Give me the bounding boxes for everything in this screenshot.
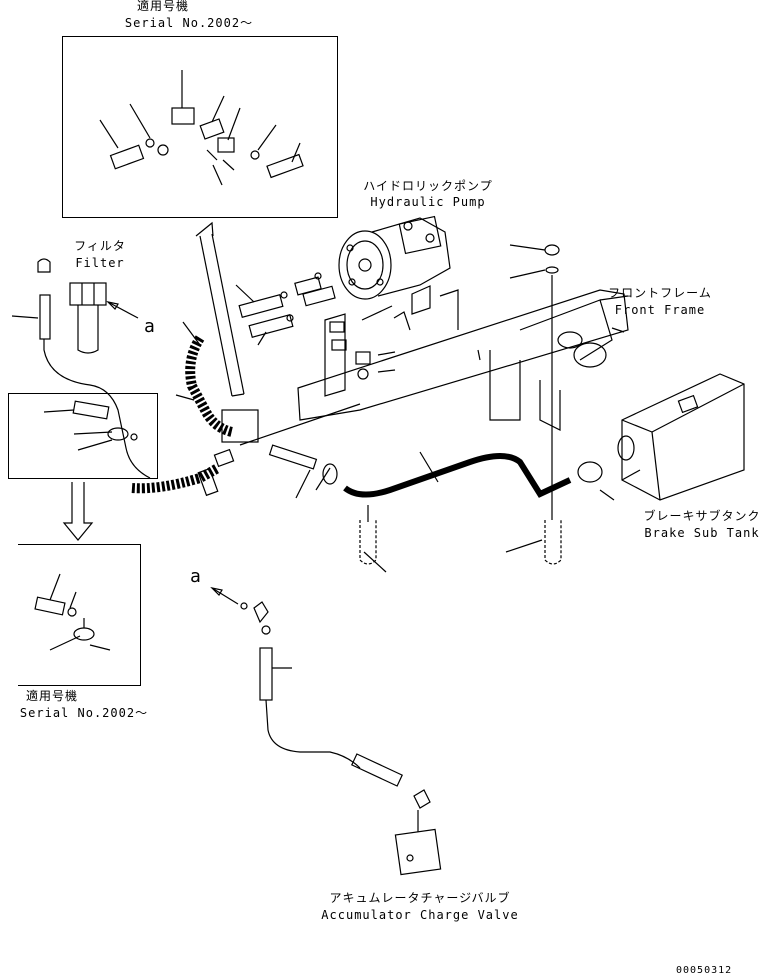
brake-sub-tank-jp-label: ブレーキサブタンク — [643, 509, 761, 523]
ref-a-filter-label: a — [144, 316, 156, 337]
serial-top-jp-label: 適用号機 — [136, 0, 189, 13]
brake-pipe — [343, 244, 615, 573]
inset-left — [8, 393, 158, 479]
hydraulic-pump-en-label: Hydraulic Pump — [370, 195, 486, 209]
serial-top-en-label: Serial No.2002～ — [124, 16, 254, 30]
accumulator-jp-label: アキュムレータチャージバルブ — [329, 891, 511, 905]
drawing-number: 00050312 — [676, 965, 733, 976]
accumulator-line — [210, 587, 442, 876]
bolts — [268, 444, 338, 499]
main-hose — [131, 321, 259, 497]
front-frame-jp-label: フロントフレーム — [608, 286, 712, 300]
filter-en-label: Filter — [75, 256, 125, 270]
inset-bottom — [18, 544, 141, 686]
filter-drawing — [11, 258, 151, 479]
left-inset-parts — [43, 400, 138, 451]
front-frame-leaders — [477, 295, 629, 361]
filter-jp-label: フィルタ — [74, 239, 126, 253]
brake-sub-tank-en-label: Brake Sub Tank — [644, 526, 760, 540]
pump-fittings — [235, 272, 336, 346]
serial-bottom-jp-label: 適用号機 — [25, 689, 78, 703]
hydraulic-pump-jp-label: ハイドロリックポンプ — [363, 179, 493, 193]
accumulator-en-label: Accumulator Charge Valve — [321, 908, 519, 922]
leader-arrow-down — [62, 482, 94, 541]
serial-bottom-en-label: Serial No.2002～ — [19, 706, 149, 720]
bottom-inset-parts — [34, 573, 111, 651]
ref-a-lower-label: a — [190, 566, 202, 587]
front-frame-en-label: Front Frame — [614, 303, 706, 317]
brake-sub-tank-drawing — [617, 373, 745, 501]
frame-structure — [239, 285, 629, 446]
hydraulic-pump-drawing — [338, 215, 451, 300]
inset-top — [62, 36, 338, 218]
top-inset-parts — [99, 70, 304, 186]
leader-arrow-up — [195, 221, 245, 397]
